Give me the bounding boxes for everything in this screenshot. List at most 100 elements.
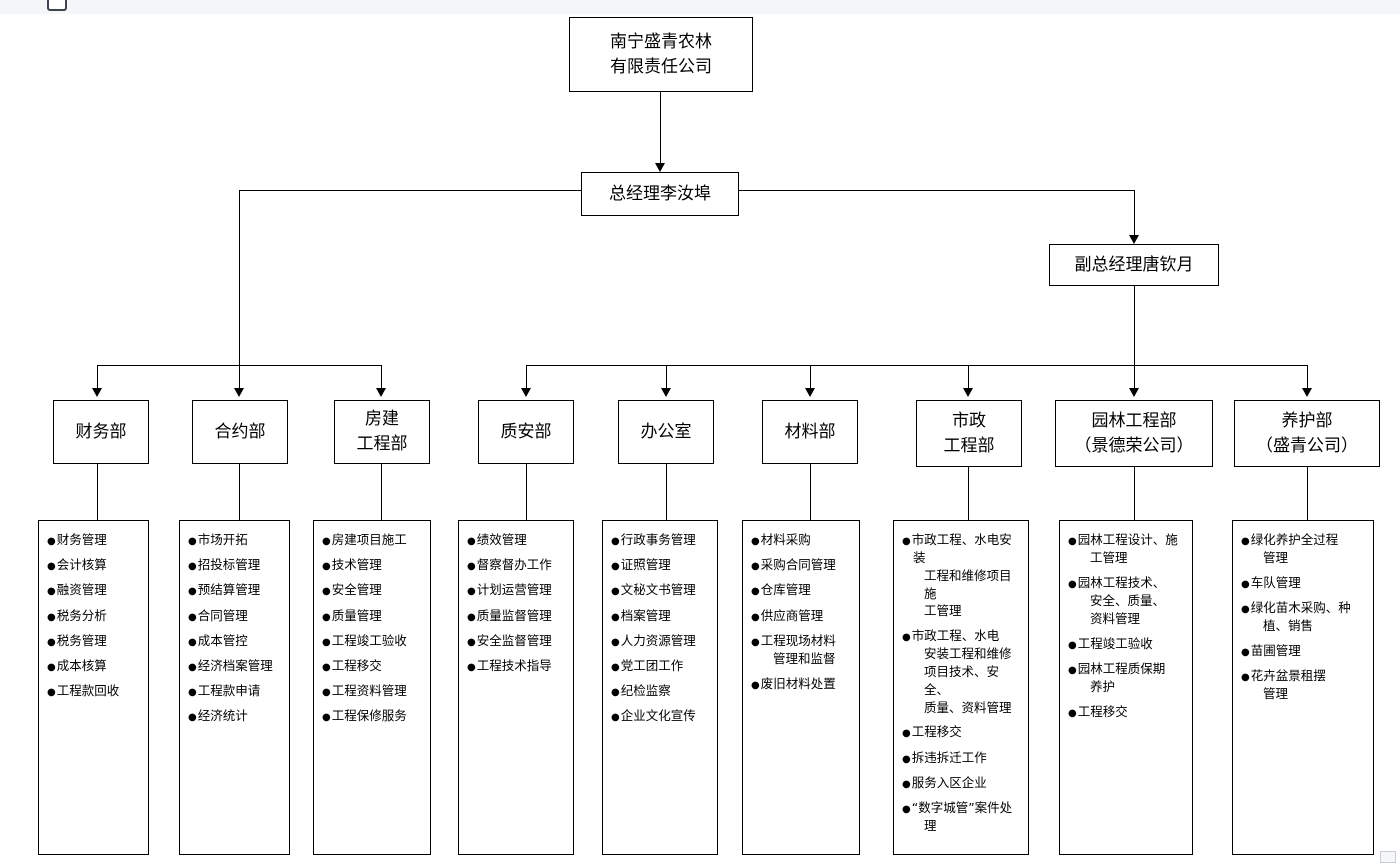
duty-item: 市场开拓 (188, 531, 283, 549)
duty-list-quality-safety: 绩效管理督察督办工作计划运营管理质量监督管理安全监督管理工程技术指导 (467, 531, 567, 675)
duty-item: 人力资源管理 (611, 632, 711, 650)
duty-item: 成本核算 (47, 657, 142, 675)
stem-maintenance (1307, 467, 1308, 520)
stem-landscape (1134, 467, 1135, 520)
duty-item-continuation: 管理 (1263, 686, 1289, 702)
duty-item-continuation: 管理 (1263, 550, 1289, 566)
duty-item: 经济档案管理 (188, 657, 283, 675)
node-dept-landscape-line-2: （景德荣公司） (1074, 435, 1194, 456)
connector-dgm-down (1134, 286, 1135, 365)
duty-panel-quality-safety: 绩效管理督察督办工作计划运营管理质量监督管理安全监督管理工程技术指导 (458, 520, 574, 855)
window-tab-handle[interactable] (47, 0, 67, 11)
duty-item: 供应商管理 (751, 607, 853, 625)
resize-grip-icon[interactable] (1380, 851, 1396, 863)
duty-list-office: 行政事务管理证照管理文秘文书管理档案管理人力资源管理党工团工作纪检监察企业文化宣… (611, 531, 711, 726)
node-dept-maintenance-line-1: 养护部 (1281, 410, 1333, 431)
drop-quality-safety (526, 365, 527, 390)
duty-panel-material: 材料采购采购合同管理仓库管理供应商管理工程现场材料管理和监督废旧材料处置 (742, 520, 860, 855)
duty-item: 企业文化宣传 (611, 707, 711, 725)
duty-item: 税务管理 (47, 632, 142, 650)
node-dept-contract-line-1: 合约部 (214, 421, 266, 442)
duty-item: 党工团工作 (611, 657, 711, 675)
drop-office (666, 365, 667, 390)
node-company-root[interactable]: 南宁盛青农林 有限责任公司 (569, 17, 753, 92)
node-dept-material[interactable]: 材料部 (762, 400, 858, 464)
node-dept-quality-safety[interactable]: 质安部 (478, 400, 574, 464)
node-general-manager-label: 总经理李汝埠 (609, 183, 711, 204)
duty-item: 工程移交 (902, 723, 1022, 741)
node-dept-finance-line-1: 财务部 (75, 421, 127, 442)
duty-list-municipal: 市政工程、水电安装工程和维修项目施工管理市政工程、水电安装工程和维修项目技术、安… (902, 531, 1022, 835)
node-dept-maintenance[interactable]: 养护部 （盛青公司） (1234, 400, 1380, 467)
duty-item: 工程保修服务 (322, 707, 424, 725)
stem-contract (239, 464, 240, 520)
node-dept-municipal[interactable]: 市政 工程部 (916, 400, 1022, 467)
node-dept-material-line-1: 材料部 (784, 421, 836, 442)
duty-list-material: 材料采购采购合同管理仓库管理供应商管理工程现场材料管理和监督废旧材料处置 (751, 531, 853, 693)
stem-office (666, 464, 667, 520)
duty-item: 苗圃管理 (1241, 642, 1367, 660)
duty-item: 工程资料管理 (322, 682, 424, 700)
duty-item: 质量监督管理 (467, 607, 567, 625)
connector-root-to-gm (660, 92, 661, 165)
arrow-office (661, 388, 671, 397)
node-dept-building[interactable]: 房建 工程部 (334, 400, 430, 464)
bus-right-departments (526, 365, 1308, 366)
node-dept-finance[interactable]: 财务部 (53, 400, 149, 464)
node-dept-office[interactable]: 办公室 (618, 400, 714, 464)
arrow-root-to-gm (655, 163, 665, 172)
duty-panel-building: 房建项目施工技术管理安全管理质量管理工程竣工验收工程移交工程资料管理工程保修服务 (313, 520, 431, 855)
duty-panel-finance: 财务管理会计核算融资管理税务分析税务管理成本核算工程款回收 (38, 520, 149, 855)
node-general-manager[interactable]: 总经理李汝埠 (581, 172, 739, 216)
duty-item: 安全管理 (322, 581, 424, 599)
drop-finance (97, 365, 98, 390)
node-dept-contract[interactable]: 合约部 (192, 400, 288, 464)
node-company-root-line-1: 南宁盛青农林 (610, 31, 712, 52)
duty-item: 废旧材料处置 (751, 675, 853, 693)
duty-item-continuation: 项目技术、安全、 (924, 664, 1000, 697)
node-dept-quality-safety-line-1: 质安部 (500, 421, 552, 442)
arrow-contract (234, 388, 244, 397)
stem-municipal (968, 467, 969, 520)
duty-item: 拆违拆迁工作 (902, 749, 1022, 767)
duty-item-continuation: 资料管理 (1090, 610, 1141, 626)
duty-item: 税务分析 (47, 607, 142, 625)
duty-list-contract: 市场开拓招投标管理预结算管理合同管理成本管控经济档案管理工程款申请经济统计 (188, 531, 283, 726)
duty-item: 绩效管理 (467, 531, 567, 549)
top-chrome-strip (0, 0, 1400, 14)
drop-material (810, 365, 811, 390)
duty-item: 房建项目施工 (322, 531, 424, 549)
node-deputy-general-manager[interactable]: 副总经理唐钦月 (1049, 244, 1219, 286)
drop-building (381, 365, 382, 390)
drop-contract (239, 365, 240, 390)
duty-item: 工程技术指导 (467, 657, 567, 675)
arrow-gm-to-dgm (1129, 235, 1139, 244)
duty-item: 会计核算 (47, 556, 142, 574)
connector-gm-left-h (239, 190, 581, 191)
arrow-maintenance (1302, 388, 1312, 397)
duty-item: 融资管理 (47, 581, 142, 599)
duty-item: 工程竣工验收 (1068, 635, 1186, 653)
stem-quality-safety (526, 464, 527, 520)
duty-panel-office: 行政事务管理证照管理文秘文书管理档案管理人力资源管理党工团工作纪检监察企业文化宣… (602, 520, 718, 855)
duty-list-building: 房建项目施工技术管理安全管理质量管理工程竣工验收工程移交工程资料管理工程保修服务 (322, 531, 424, 726)
duty-item: 工程款回收 (47, 682, 142, 700)
duty-item: 服务入区企业 (902, 774, 1022, 792)
duty-item: 文秘文书管理 (611, 581, 711, 599)
duty-item: 招投标管理 (188, 556, 283, 574)
duty-item: 绿化苗木采购、种植、销售 (1241, 599, 1367, 635)
duty-item: 合同管理 (188, 607, 283, 625)
node-dept-maintenance-line-2: （盛青公司） (1256, 435, 1358, 456)
stem-building (381, 464, 382, 520)
duty-item: 成本管控 (188, 632, 283, 650)
node-dept-landscape[interactable]: 园林工程部 （景德荣公司） (1055, 400, 1213, 467)
stem-finance (97, 464, 98, 520)
duty-item: 经济统计 (188, 707, 283, 725)
duty-panel-municipal: 市政工程、水电安装工程和维修项目施工管理市政工程、水电安装工程和维修项目技术、安… (893, 520, 1029, 855)
arrow-quality-safety (521, 388, 531, 397)
